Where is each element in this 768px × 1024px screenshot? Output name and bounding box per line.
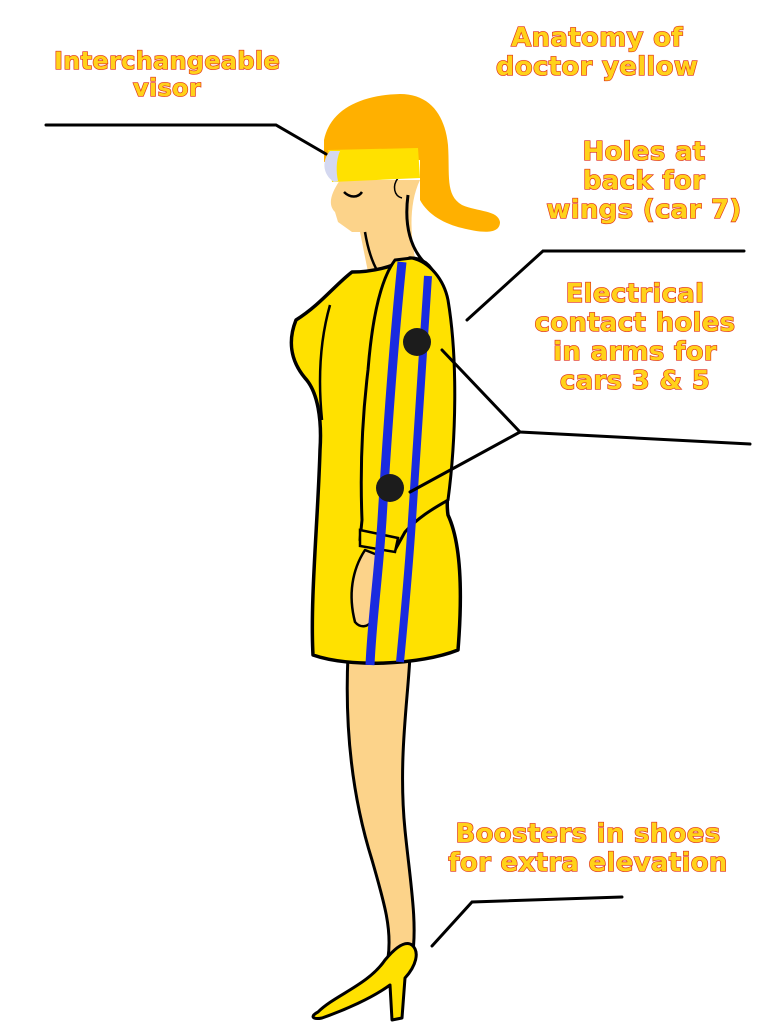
visor-icon (324, 148, 420, 182)
legs (345, 653, 416, 960)
diagram-title: Anatomy of doctor yellow (495, 23, 699, 83)
label-contact-holes: Electrical contact holes in arms for car… (534, 279, 736, 397)
shoe-icon (311, 942, 418, 1022)
contact-holes (376, 328, 431, 502)
leader-lines (44, 123, 752, 948)
smile-icon (343, 191, 364, 198)
leader-contact-lower (408, 430, 522, 494)
leader-wings (465, 249, 746, 322)
label-shoe-boosters: Boosters in shoes for extra elevation (448, 819, 728, 879)
label-wings: Holes at back for wings (car 7) (546, 137, 742, 226)
contact-hole-lower (376, 474, 404, 502)
leader-visor (44, 123, 328, 156)
label-visor: Interchangeable visor (53, 47, 281, 102)
hair (324, 94, 500, 232)
contact-hole-upper (403, 328, 431, 356)
leader-shoes (430, 895, 624, 948)
ear-icon (393, 177, 403, 199)
